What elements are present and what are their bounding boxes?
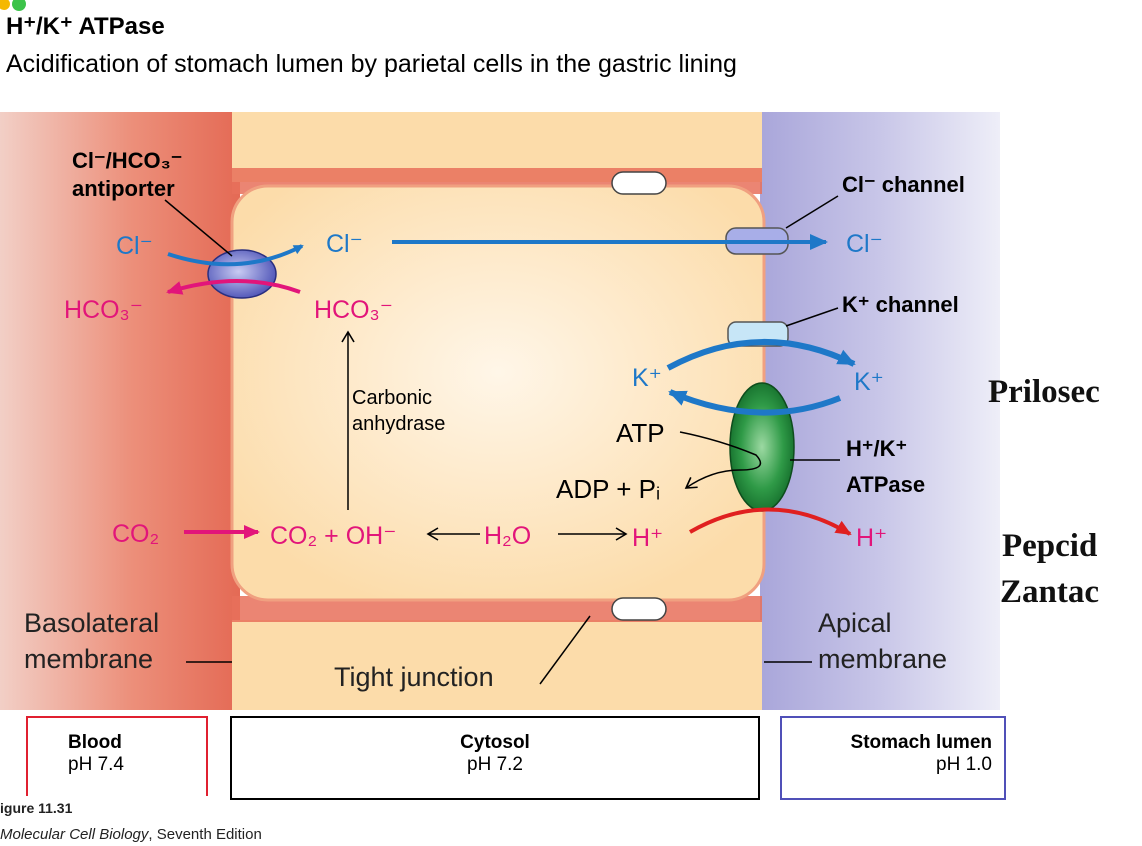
cl-channel-label: Cl⁻ channel [842,172,965,197]
cl-blood-label: Cl⁻ [116,232,153,260]
tight-junction-bottom [611,597,667,621]
hco3-cytosol-label: HCO₃⁻ [314,296,393,324]
antiporter-label-line2: antiporter [72,176,175,201]
cytosol-name: Cytosol [460,732,530,753]
basolateral-label-line1: Basolateral [24,608,159,638]
reaction-left-label: CO₂ + OH⁻ [270,522,396,550]
book-edition: , Seventh Edition [148,826,262,843]
blood-region [0,112,240,710]
lumen-box: Stomach lumen pH 1.0 [780,716,1006,800]
h-lumen-label: H⁺ [856,524,887,552]
basolateral-label-line2: membrane [24,644,153,674]
blood-box: Blood pH 7.4 [26,716,208,796]
cytosol-box: Cytosol pH 7.2 [230,716,760,800]
figure-number: igure 11.31 [0,800,73,816]
h-cytosol-label: H⁺ [632,524,663,552]
k-channel-label: K⁺ channel [842,292,959,317]
book-title: Molecular Cell Biology [0,826,149,843]
window-dots [0,0,26,11]
tight-junction-top [611,171,667,195]
cl-cytosol-label: Cl⁻ [326,230,363,258]
pump-label-line1: H⁺/K⁺ [846,436,907,461]
drug-zantac: Zantac [1000,574,1099,610]
lumen-ph: pH 1.0 [936,754,992,775]
drug-prilosec: Prilosec [988,374,1100,410]
hk-atpase-pump [729,382,795,512]
figure-source: Molecular Cell Biology, Seventh Edition [0,826,262,843]
antiporter-label-line1: Cl⁻/HCO₃⁻ [72,148,182,173]
tight-junction-label: Tight junction [334,662,494,692]
blood-ph: pH 7.4 [68,754,124,775]
neighbor-cell-bottom [232,620,762,710]
page-title: H⁺/K⁺ ATPase [6,13,165,40]
hco3-blood-label: HCO₃⁻ [64,296,143,324]
carbonic-anhydrase-line1: Carbonic [352,387,432,409]
apical-label-line1: Apical [818,608,892,638]
cl-lumen-label: Cl⁻ [846,230,883,258]
water-label: H₂O [484,522,531,550]
pump-label-line2: ATPase [846,472,925,497]
k-cytosol-label: K⁺ [632,364,662,392]
adp-label: ADP + Pᵢ [556,474,660,504]
apical-label-line2: membrane [818,644,947,674]
carbonic-anhydrase-line2: anhydrase [352,413,445,435]
antiporter-protein [207,249,277,299]
lumen-name: Stomach lumen [850,732,992,753]
k-lumen-label: K⁺ [854,368,884,396]
page-subtitle: Acidification of stomach lumen by pariet… [6,50,737,78]
atp-label: ATP [616,418,665,448]
cytosol-ph: pH 7.2 [467,754,523,775]
blood-name: Blood [68,732,122,753]
drug-pepcid: Pepcid [1002,528,1098,564]
co2-blood-label: CO₂ [112,520,159,548]
